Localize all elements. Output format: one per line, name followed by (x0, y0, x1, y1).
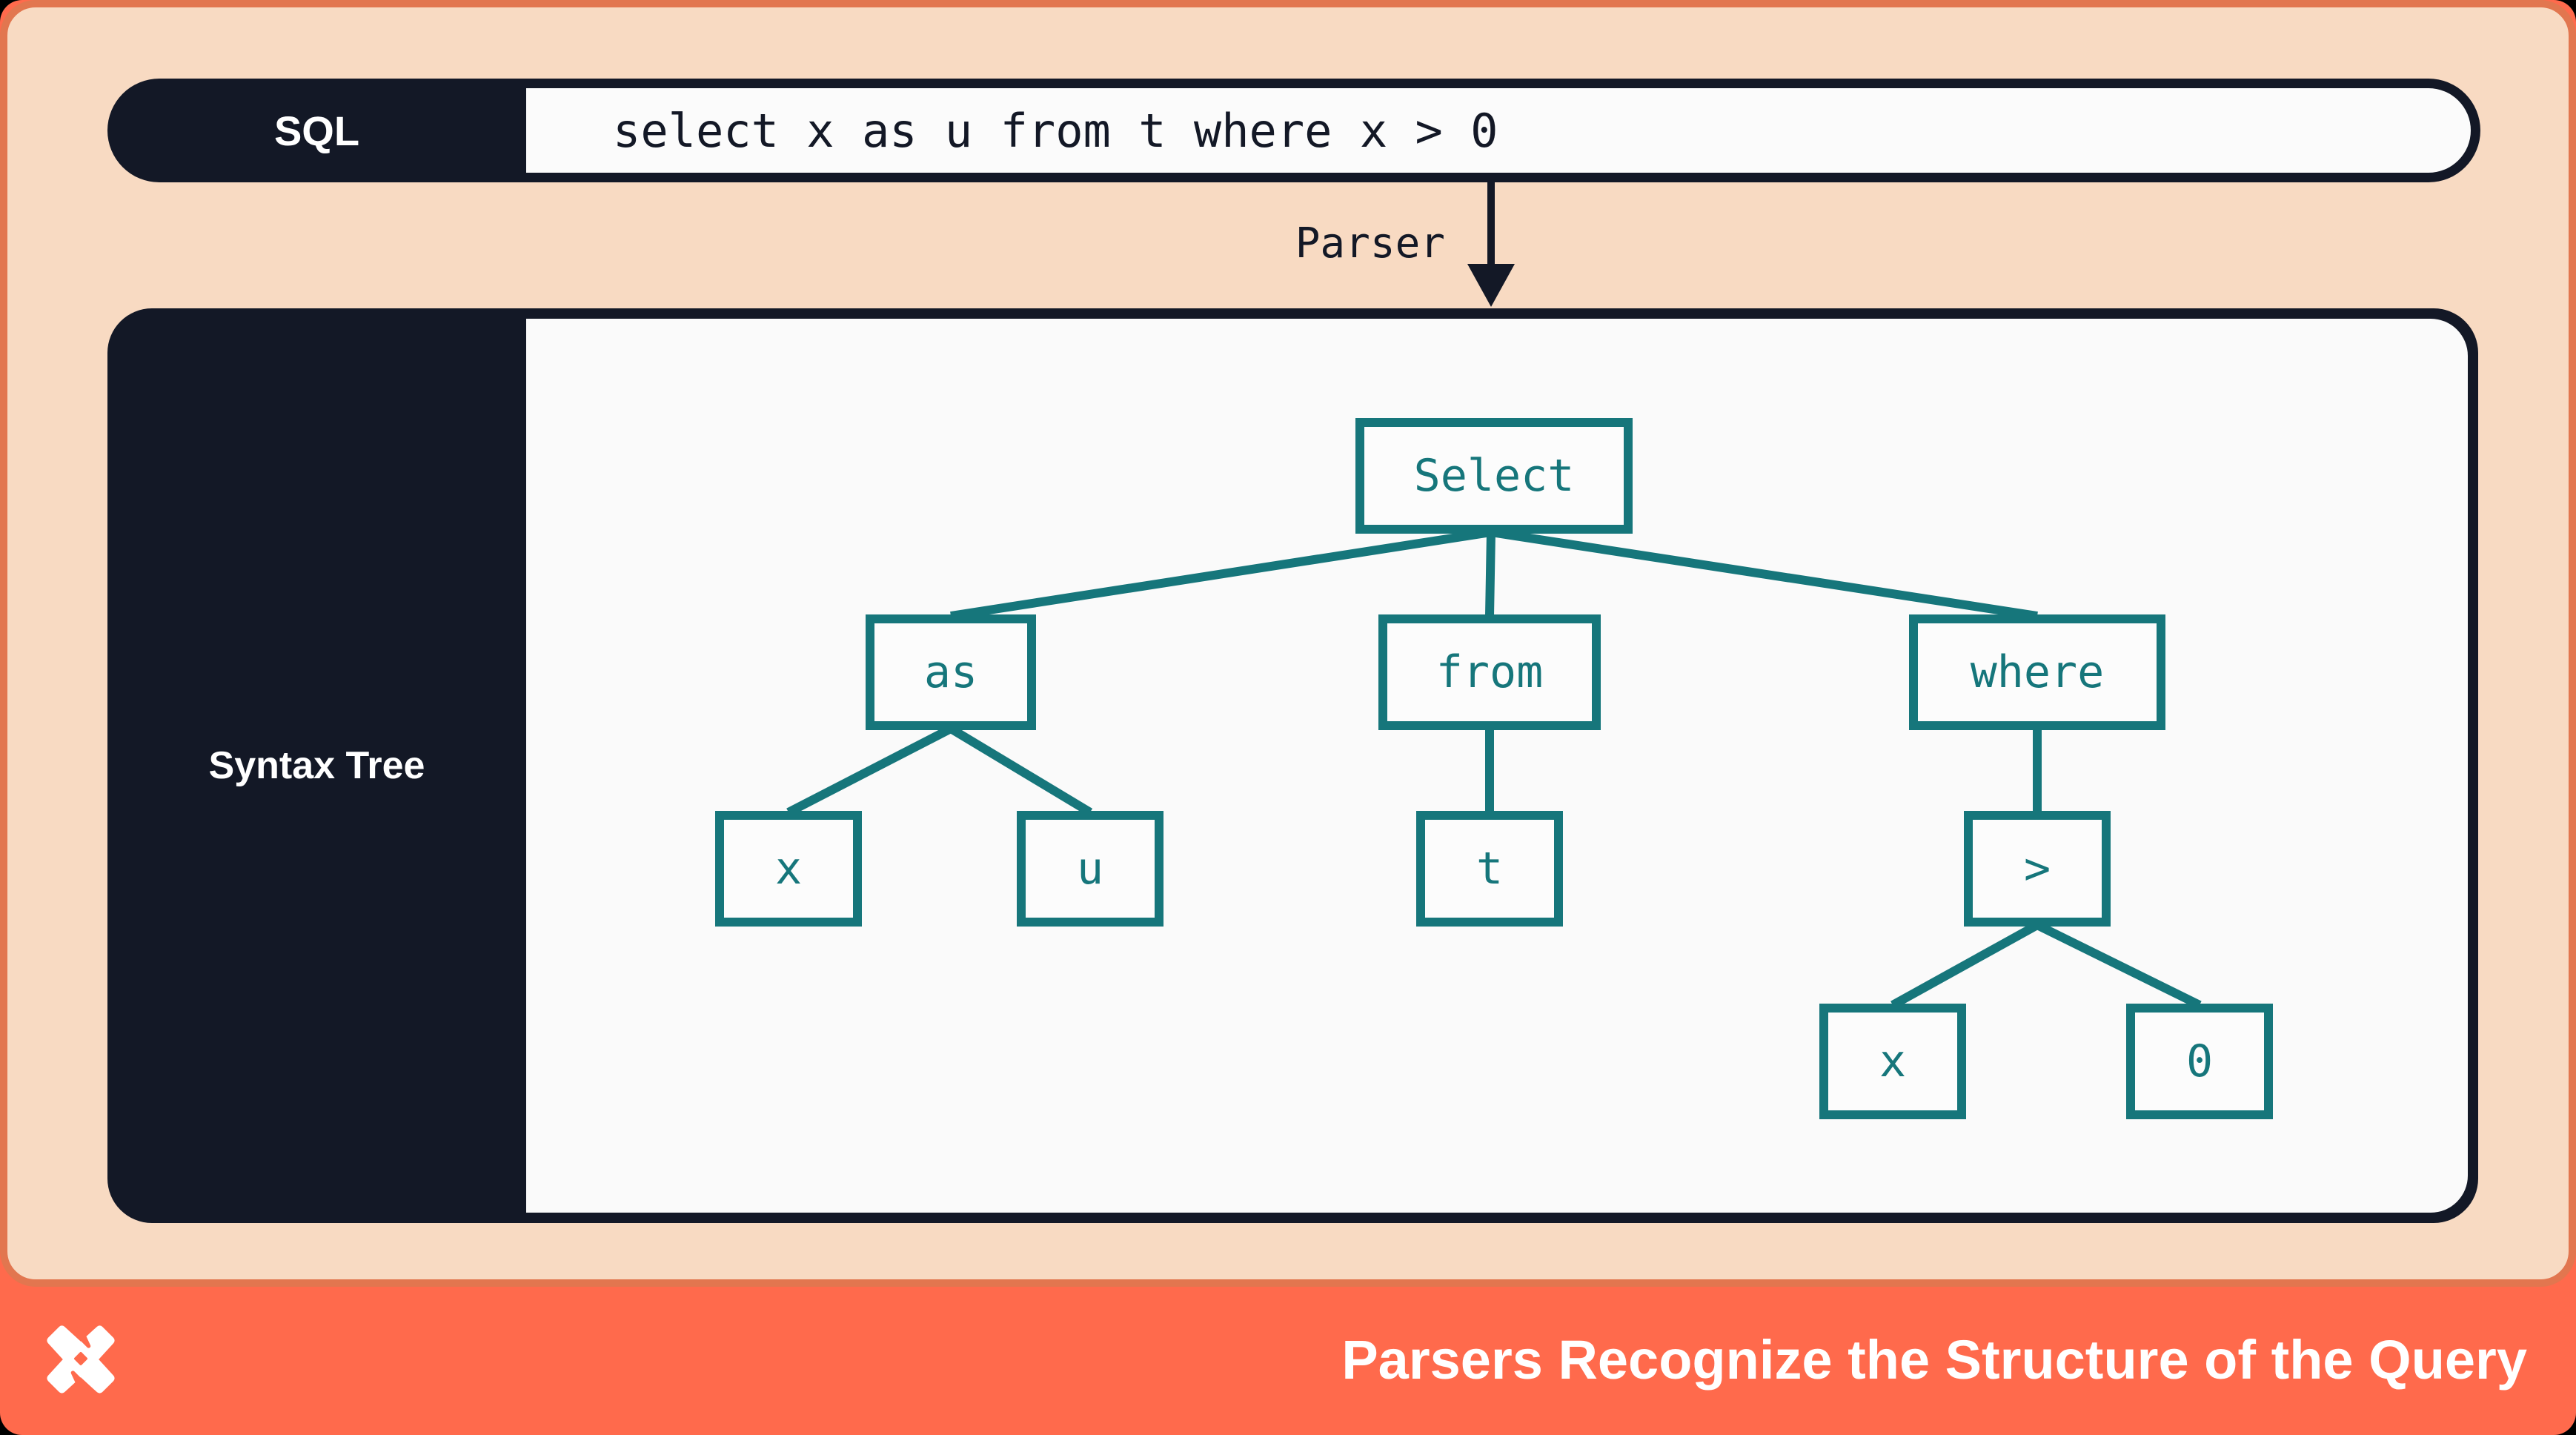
tree-node-from: from (1378, 614, 1601, 730)
sql-bar: SQL select x as u from t where x > 0 (107, 79, 2480, 182)
tree-node-zero: 0 (2126, 1004, 2273, 1119)
tree-node-x-under-as: x (715, 811, 862, 927)
syntax-tree-box: Syntax Tree (107, 308, 2478, 1223)
footer-title: Parsers Recognize the Structure of the Q… (1341, 1329, 2527, 1391)
pinwheel-x-logo-icon (47, 1322, 115, 1397)
parser-label: Parser (1295, 219, 1445, 268)
tree-node-select: Select (1355, 418, 1633, 534)
sql-query-area: select x as u from t where x > 0 (526, 88, 2471, 173)
tree-node-where: where (1909, 614, 2165, 730)
sql-bar-label: SQL (273, 107, 360, 154)
sql-query-text: select x as u from t where x > 0 (613, 103, 1498, 158)
tree-node-u: u (1017, 811, 1163, 927)
tree-node-x-under-gt: x (1819, 1004, 1966, 1119)
tree-node-gt: > (1964, 811, 2111, 927)
tree-node-t: t (1416, 811, 1563, 927)
tree-node-as: as (866, 614, 1036, 730)
syntax-tree-label: Syntax Tree (208, 744, 425, 787)
